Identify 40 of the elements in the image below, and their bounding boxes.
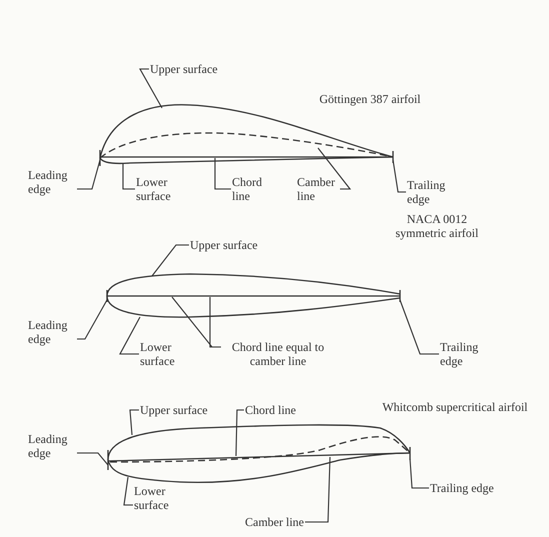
- leader-line: [409, 458, 429, 489]
- leader-line: [77, 300, 108, 340]
- airfoil-drawing: [99, 104, 394, 166]
- leader-line: [122, 164, 135, 190]
- leader-line: [318, 148, 352, 190]
- leader-line: [152, 244, 189, 276]
- part-label: Trailing edge: [430, 481, 494, 495]
- leader-line: [214, 158, 231, 190]
- part-label: Trailing edge: [407, 178, 455, 206]
- part-label: Camber line: [297, 175, 339, 203]
- part-label: Chord line: [232, 175, 266, 203]
- part-label: Chord line: [245, 403, 296, 417]
- leader-line: [392, 160, 406, 193]
- part-label: Chord line equal to camber line: [222, 340, 334, 368]
- part-label: Lower surface: [140, 340, 188, 368]
- leader-line: [119, 316, 140, 355]
- part-label: Lower surface: [134, 484, 182, 512]
- airfoil-title: NACA 0012 symmetric airfoil: [394, 212, 480, 240]
- part-label: Leading edge: [28, 318, 76, 346]
- airfoil-drawing: [106, 273, 401, 318]
- leader-line: [77, 160, 101, 190]
- part-label: Leading edge: [28, 432, 76, 460]
- leader-line: [77, 452, 108, 466]
- part-label: Lower surface: [136, 175, 184, 203]
- leader-line: [123, 476, 133, 506]
- airfoil-title: Whitcomb supercritical airfoil: [381, 400, 529, 414]
- part-label: Upper surface: [190, 238, 258, 252]
- leader-line: [235, 409, 244, 456]
- airfoil-drawing: [107, 424, 411, 483]
- leader-line: [209, 297, 221, 348]
- airfoil-title: Göttingen 387 airfoil: [318, 92, 422, 106]
- leader-line: [139, 68, 162, 108]
- part-label: Upper surface: [150, 62, 218, 76]
- leader-line: [399, 300, 439, 355]
- leader-line: [304, 456, 331, 523]
- part-label: Leading edge: [28, 168, 76, 196]
- part-label: Upper surface: [140, 403, 208, 417]
- leader-line: [129, 409, 139, 436]
- part-label: Camber line: [245, 515, 304, 529]
- part-label: Trailing edge: [440, 340, 488, 368]
